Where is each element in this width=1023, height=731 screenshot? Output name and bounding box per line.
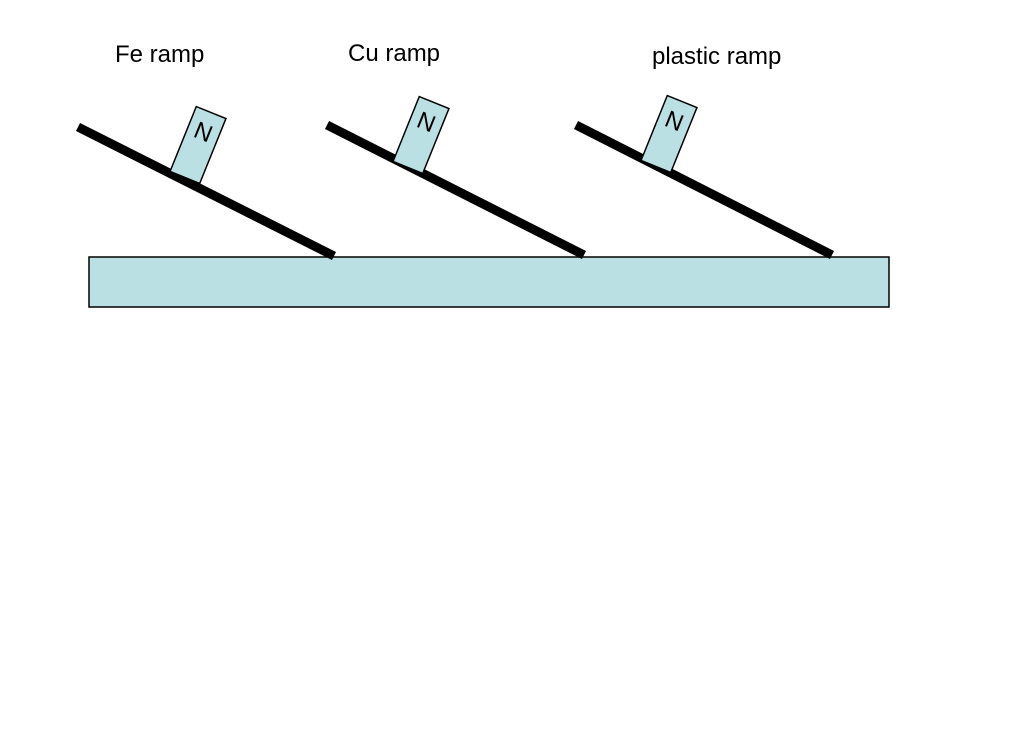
- magnet-fe: N: [169, 105, 227, 185]
- ramp-fe: Fe ramp N: [75, 41, 337, 261]
- ramp-bar-plastic: [573, 120, 835, 260]
- magnet-body-cu: [392, 95, 450, 175]
- magnet-plastic: N: [640, 94, 698, 174]
- ramp-plastic: plastic ramp N: [573, 43, 835, 260]
- ramp-label-cu: Cu ramp: [348, 40, 440, 67]
- magnet-body-plastic: [640, 94, 698, 174]
- magnet-body-fe: [169, 105, 227, 185]
- ramp-bar-cu: [324, 120, 587, 260]
- ramp-cu: Cu ramp N: [324, 40, 587, 260]
- ramp-label-plastic: plastic ramp: [652, 43, 781, 70]
- base-table: [88, 256, 890, 308]
- magnet-cu: N: [392, 95, 450, 175]
- ramp-bar-fe: [75, 122, 337, 261]
- ramp-label-fe: Fe ramp: [115, 41, 204, 68]
